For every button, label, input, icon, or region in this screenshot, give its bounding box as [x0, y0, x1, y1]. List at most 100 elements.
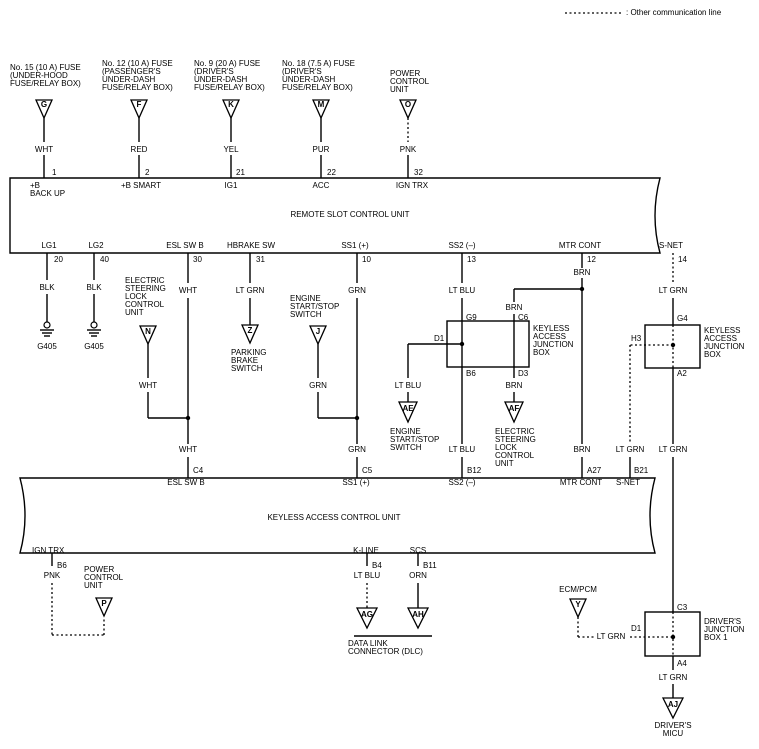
connector-k-icon: K: [221, 99, 241, 120]
tri-m-letter: M: [318, 100, 325, 109]
tri-ae-letter: AE: [402, 404, 414, 413]
pin-a27: A27: [587, 466, 602, 475]
wire-color-lt-blu-kline: LT BLU: [353, 571, 381, 580]
term-b-smart: +B SMART: [120, 181, 162, 190]
pin-b21: B21: [634, 466, 649, 475]
wire-color-wht-n: WHT: [138, 381, 158, 390]
connector-ae-icon: AE: [397, 401, 419, 424]
kajb-right-pin-h3: H3: [631, 334, 642, 343]
connector-j-icon: J: [308, 325, 328, 346]
term-ign-trx-2: IGN TRX: [32, 546, 65, 555]
pin-32: 32: [414, 168, 423, 177]
connector-ag-icon: AG: [355, 607, 379, 630]
pin-14: 14: [678, 255, 687, 264]
term-scs: SCS: [409, 546, 427, 555]
pin-13: 13: [467, 255, 476, 264]
term-hbrake-sw: HBRAKE SW: [226, 241, 276, 250]
wire-color-wht-esl-lower: WHT: [178, 445, 198, 454]
pin-20: 20: [54, 255, 63, 264]
wire-color-lt-blu-d1: LT BLU: [394, 381, 422, 390]
pin-b6-bottom: B6: [57, 561, 67, 570]
term-k-line: K-LINE: [353, 546, 379, 555]
term-esl-sw-b-2: ESL SW B: [167, 478, 205, 487]
pin-b4: B4: [372, 561, 382, 570]
engine-start-stop-ae-label: ENGINE START/STOP SWITCH: [390, 427, 440, 452]
kajb-right-pin-g4: G4: [677, 314, 688, 323]
term-mtr-cont-2: MTR CONT: [559, 478, 603, 487]
power-control-unit-top-label: POWER CONTROL UNIT: [390, 69, 430, 94]
term-s-net-2: S-NET: [616, 478, 640, 487]
kajb-pin-c6: C6: [518, 313, 529, 322]
wire-color-pnk-bottom: PNK: [43, 571, 61, 580]
term-ss2-2: SS2 (–): [448, 478, 476, 487]
connector-af-icon: AF: [503, 401, 525, 424]
pin-b11: B11: [423, 561, 437, 570]
wire-color-lt-grn-snet: LT GRN: [658, 286, 688, 295]
fuse-9-label: No. 9 (20 A) FUSE (DRIVER'S UNDER-DASH F…: [194, 59, 265, 92]
connector-p-icon: P: [94, 597, 114, 618]
wire-color-lt-blu-ss2: LT BLU: [448, 286, 476, 295]
tri-ag-letter: AG: [361, 610, 373, 619]
term-ss1-2: SS1 (+): [342, 478, 370, 487]
wire-color-blk-2: BLK: [86, 283, 102, 292]
wire-color-orn: ORN: [409, 571, 427, 580]
wire-color-lt-grn-djb: LT GRN: [658, 673, 688, 682]
tri-z-letter: Z: [248, 326, 253, 335]
parking-brake-switch-label: PARKING BRAKE SWITCH: [231, 348, 267, 373]
pin-31: 31: [256, 255, 265, 264]
connector-ah-icon: AH: [406, 607, 430, 630]
wire-color-grn-ss1: GRN: [348, 286, 366, 295]
tri-k-letter: K: [228, 100, 234, 109]
ground-g405-icon-2: [87, 321, 101, 337]
ground-g405-icon: [40, 321, 54, 337]
pin-1: 1: [52, 168, 57, 177]
wire-color-grn-j: GRN: [309, 381, 327, 390]
pin-b12: B12: [467, 466, 482, 475]
kajb-right-pin-a2: A2: [677, 369, 687, 378]
connector-g-icon: G: [34, 99, 54, 120]
esl-lock-unit-label: ELECTRIC STEERING LOCK CONTROL UNIT: [125, 276, 166, 317]
ground-g405-label-1: G405: [37, 342, 57, 351]
term-esl-sw-b: ESL SW B: [166, 241, 204, 250]
wire-color-lt-grn-snet-lower: LT GRN: [658, 445, 688, 454]
drivers-junction-box-label: DRIVER'S JUNCTION BOX 1: [704, 617, 745, 642]
wire-color-lt-grn-hbrake: LT GRN: [235, 286, 265, 295]
pin-c5: C5: [362, 466, 373, 475]
legend-text: : Other communication line: [626, 8, 722, 17]
djb-pin-d1: D1: [631, 624, 642, 633]
wire-color-blk-1: BLK: [39, 283, 55, 292]
term-ss1: SS1 (+): [341, 241, 369, 250]
tri-j-letter: J: [316, 327, 320, 336]
term-lg2: LG2: [88, 241, 104, 250]
pin-22: 22: [327, 168, 336, 177]
term-lg1: LG1: [41, 241, 57, 250]
wire-color-lt-blu-ss2-lower: LT BLU: [448, 445, 476, 454]
wire-color-brn-lower: BRN: [573, 445, 591, 454]
kajb-pin-d3: D3: [518, 369, 529, 378]
connector-m-icon: M: [311, 99, 331, 120]
wire-color-wht-top: WHT: [34, 145, 54, 154]
term-s-net: S-NET: [659, 241, 683, 250]
dlc-label: DATA LINK CONNECTOR (DLC): [348, 639, 423, 656]
pin-2: 2: [145, 168, 150, 177]
pin-10: 10: [362, 255, 371, 264]
remote-unit-title: REMOTE SLOT CONTROL UNIT: [290, 210, 410, 219]
power-control-unit-bottom-label: POWER CONTROL UNIT: [84, 565, 124, 590]
wire-color-grn-ss1-lower: GRN: [348, 445, 366, 454]
pin-40: 40: [100, 255, 109, 264]
wire-color-lt-grn-ecm: LT GRN: [596, 632, 626, 641]
pin-c4: C4: [193, 466, 204, 475]
pin-21: 21: [236, 168, 245, 177]
wire-color-red: RED: [130, 145, 148, 154]
wire-color-brn-mtr: BRN: [573, 268, 591, 277]
drivers-micu-label: DRIVER'S MICU: [654, 721, 692, 738]
term-b-backup: +B BACK UP: [30, 181, 66, 198]
tri-p-letter: P: [101, 599, 107, 608]
term-ig1: IG1: [224, 181, 238, 190]
kajb-top-label: KEYLESS ACCESS JUNCTION BOX: [533, 324, 574, 357]
tri-aj-letter: AJ: [668, 700, 678, 709]
esl-control-af-label: ELECTRIC STEERING LOCK CONTROL UNIT: [495, 427, 536, 468]
tri-n-letter: N: [145, 327, 151, 336]
kajb-pin-b6: B6: [466, 369, 476, 378]
